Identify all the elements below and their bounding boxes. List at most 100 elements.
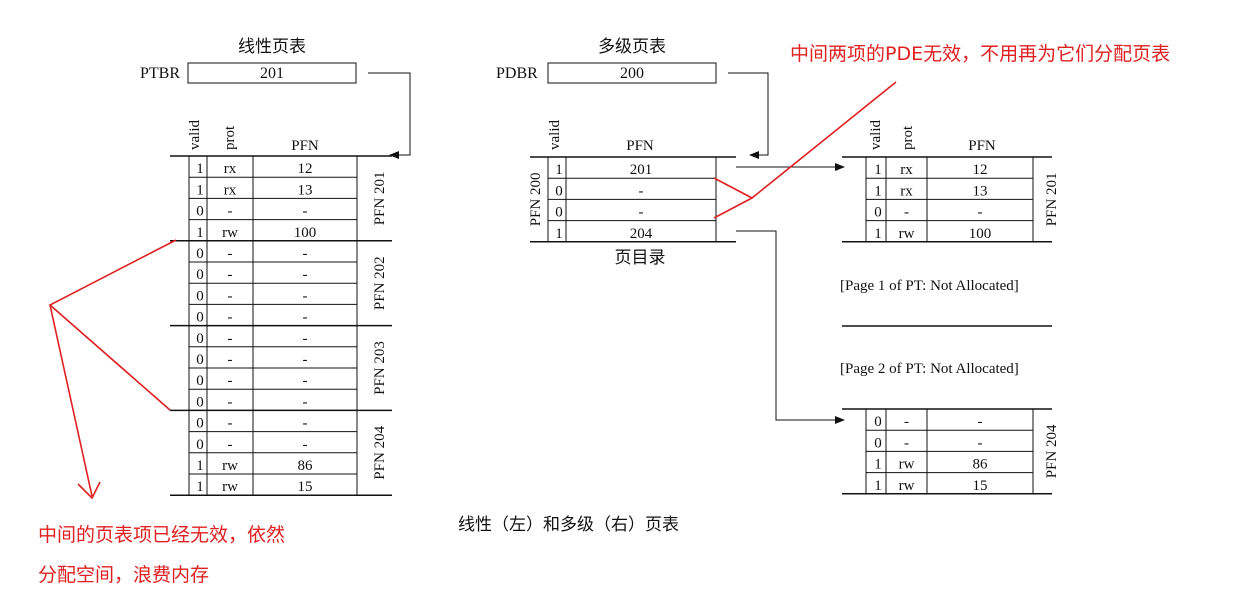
cell-valid: 0 [196,331,204,347]
side-pfn-label: PFN 204 [1044,424,1060,478]
cell-valid: 0 [874,205,882,221]
cell-valid: 1 [196,182,204,198]
cell-valid: 1 [874,457,882,473]
cell-pfn: - [978,414,983,430]
cell-prot: rx [900,162,913,178]
cell-valid: 1 [874,183,882,199]
annotation-bottom-left-1: 中间的页表项已经无效，依然 [38,524,285,546]
cell-prot: - [228,352,233,368]
cell-pfn: - [303,394,308,410]
cell-pfn: 15 [973,478,988,494]
side-pfn-label: PFN 203 [372,341,388,395]
side-pfn-label: PFN 200 [528,173,544,227]
multi-title: 多级页表 [598,37,666,57]
pt-col-pfn: PFN [968,138,996,154]
annotation-top-right: 中间两项的PDE无效，不用再为它们分配页表 [790,43,1170,65]
cell-prot: - [904,205,909,221]
cell-valid: 1 [196,479,204,495]
ptbr-label: PTBR [140,65,180,82]
cell-pfn: - [303,373,308,389]
cell-valid: 0 [196,246,204,262]
side-pfn-label: PFN 202 [372,256,388,310]
figure-caption: 线性（左）和多级（右）页表 [458,515,679,535]
cell-pfn: 13 [973,183,988,199]
cell-prot: rw [222,458,238,474]
cell-pfn: - [303,416,308,432]
cell-pfn: 204 [630,226,653,242]
cell-valid: 0 [196,288,204,304]
cell-pfn: - [303,352,308,368]
cell-valid: 0 [874,414,882,430]
not-allocated-1: [Page 1 of PT: Not Allocated] [840,278,1019,294]
cell-prot: rx [224,161,237,177]
ptbr-box [187,62,357,84]
cell-valid: 0 [196,416,204,432]
pdbr-label: PDBR [496,65,538,82]
side-pfn-label: PFN 201 [372,172,388,226]
ptbr-arrow [368,72,411,159]
cell-valid: 1 [874,478,882,494]
cell-pfn: - [303,267,308,283]
cell-prot: - [904,435,909,451]
cell-valid: 0 [196,437,204,453]
cell-prot: - [904,414,909,430]
cell-prot: - [228,437,233,453]
cell-valid: 0 [196,267,204,283]
ptbr-value: 201 [260,65,284,82]
linear-title: 线性页表 [238,37,306,57]
not-allocated-2: [Page 2 of PT: Not Allocated] [840,361,1019,377]
cell-prot: - [228,310,233,326]
cell-pfn: 12 [298,161,313,177]
cell-valid: 0 [196,352,204,368]
cell-prot: rw [899,478,915,494]
cell-valid: 1 [196,225,204,241]
cell-pfn: - [303,288,308,304]
dir-caption: 页目录 [615,248,666,268]
cell-pfn: - [303,246,308,262]
cell-pfn: 86 [298,458,314,474]
cell-valid: 0 [196,394,204,410]
cell-valid: 0 [874,435,882,451]
cell-valid: 1 [555,226,563,242]
cell-prot: rw [899,457,915,473]
side-pfn-label: PFN 204 [372,425,388,479]
cell-prot: - [228,246,233,262]
cell-pfn: 13 [298,182,313,198]
cell-prot: - [228,331,233,347]
cell-valid: 0 [555,205,563,221]
cell-valid: 1 [196,161,204,177]
cell-prot: - [228,288,233,304]
side-pfn-label: PFN 201 [1044,173,1060,227]
annotation-arrowhead [77,481,101,500]
cell-pfn: 86 [973,457,989,473]
cell-prot: rx [224,182,237,198]
pdbr-arrow [728,72,769,159]
cell-pfn: 100 [969,226,992,242]
cell-prot: rw [222,479,238,495]
cell-pfn: - [639,183,644,199]
cell-prot: - [228,373,233,389]
dir-col-pfn: PFN [626,138,654,154]
linear-col-prot: prot [222,125,238,150]
cell-valid: 0 [196,204,204,220]
cell-pfn: 12 [973,162,988,178]
cell-pfn: - [639,205,644,221]
annotation-pointer-top-2 [713,197,753,219]
linear-col-valid: valid [187,120,203,150]
cell-pfn: 201 [630,162,653,178]
cell-pfn: 100 [294,225,317,241]
cell-pfn: - [303,204,308,220]
cell-valid: 0 [196,373,204,389]
cell-pfn: - [303,310,308,326]
cell-prot: - [228,204,233,220]
cell-pfn: - [978,205,983,221]
dir-col-valid: valid [547,120,563,150]
cell-valid: 1 [874,162,882,178]
pdbr-value: 200 [620,65,644,82]
cell-pfn: - [303,437,308,453]
